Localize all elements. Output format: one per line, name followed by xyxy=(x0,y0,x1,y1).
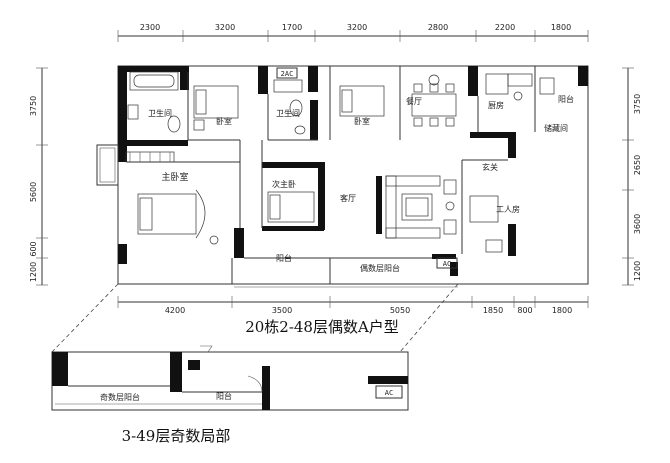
label-storage: 储藏间 xyxy=(544,123,568,133)
label-worker-room: 工人房 xyxy=(496,204,520,214)
left-dim-1: 3750 xyxy=(29,96,38,116)
room-labels: 卫生间 卧室 卫生间 卧室 餐厅 厨房 阳台 储藏间 主卧室 次主卧 客厅 玄关… xyxy=(148,94,574,273)
top-dim-1: 2300 xyxy=(140,23,160,32)
bottom-dim-6: 1800 xyxy=(552,306,572,315)
label-living: 客厅 xyxy=(340,193,356,203)
right-dim-4: 1200 xyxy=(633,261,642,281)
bottom-dim-2: 3500 xyxy=(272,306,292,315)
bottom-dim-3: 5050 xyxy=(390,306,410,315)
label-balcony-odd-right: 阳台 xyxy=(216,391,232,401)
label-odd-balcony: 奇数层阳台 xyxy=(100,392,140,402)
top-dim-4: 3200 xyxy=(347,23,367,32)
label-entrance: 玄关 xyxy=(482,162,498,172)
bottom-dim-1: 4200 xyxy=(165,306,185,315)
label-bath1: 卫生间 xyxy=(148,108,172,118)
ac-units-main: 2AC AC xyxy=(276,67,458,269)
plan-title-odd: 3-49层奇数局部 xyxy=(122,427,231,445)
label-balcony-main: 阳台 xyxy=(276,253,292,263)
label-second-bedroom: 次主卧 xyxy=(272,179,296,189)
ac-label-odd: AC xyxy=(385,389,393,397)
right-dimension-line: 3750 2650 3600 1200 xyxy=(622,67,642,286)
label-even-balcony: 偶数层阳台 xyxy=(360,263,400,273)
bottom-dim-4: 1850 xyxy=(483,306,503,315)
top-dim-3: 1700 xyxy=(282,23,302,32)
top-dim-2: 3200 xyxy=(215,23,235,32)
left-dim-4: 1200 xyxy=(29,262,38,282)
right-dim-2: 2650 xyxy=(633,155,642,175)
bottom-dimension-line: 4200 3500 5050 1850 800 1800 xyxy=(117,296,589,315)
top-dimension-line: 2300 3200 1700 3200 2800 2200 1800 xyxy=(117,23,589,42)
right-dim-3: 3600 xyxy=(633,214,642,234)
ac-label-top: 2AC xyxy=(281,70,294,78)
odd-floor-partial: AC 奇数层阳台 阳台 xyxy=(51,283,459,411)
right-dim-1: 3750 xyxy=(633,94,642,114)
label-master-bedroom: 主卧室 xyxy=(161,171,188,183)
furniture xyxy=(125,71,555,288)
top-dim-5: 2800 xyxy=(428,23,448,32)
label-kitchen: 厨房 xyxy=(488,100,504,110)
left-dim-3: 600 xyxy=(29,241,38,256)
walls xyxy=(96,65,589,285)
top-dim-6: 2200 xyxy=(495,23,515,32)
bottom-dim-5: 800 xyxy=(517,306,532,315)
top-dim-7: 1800 xyxy=(551,23,571,32)
label-dining: 餐厅 xyxy=(406,97,422,106)
label-balcony-kitchen: 阳台 xyxy=(558,94,574,104)
left-dimension-line: 3750 5600 600 1200 xyxy=(29,67,48,286)
label-bedroom2: 卧室 xyxy=(354,116,370,126)
label-bath2: 卫生间 xyxy=(276,108,300,118)
plan-title-even: 20栋2-48层偶数A户型 xyxy=(245,318,399,336)
label-bedroom1: 卧室 xyxy=(216,116,232,126)
ac-label-mid: AC xyxy=(443,260,451,268)
left-dim-2: 5600 xyxy=(29,182,38,202)
